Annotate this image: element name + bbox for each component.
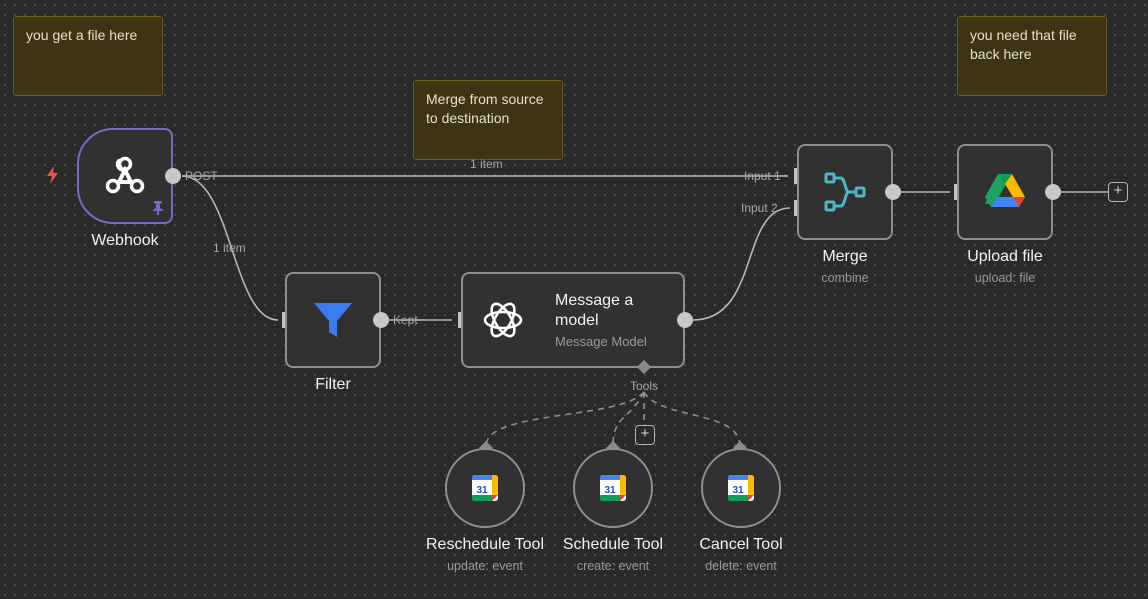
webhook-output-port[interactable]: [165, 168, 181, 184]
kept-output-label: Kept: [393, 313, 418, 327]
filter-output-port[interactable]: [373, 312, 389, 328]
upload-file-node-subtitle: upload: file: [974, 271, 1036, 285]
upload-file-node[interactable]: [957, 144, 1053, 240]
google-calendar-icon: 31: [728, 475, 754, 501]
add-tool-button[interactable]: +: [635, 425, 655, 445]
post-output-label: POST: [185, 169, 218, 183]
merge-node[interactable]: [797, 144, 893, 240]
message-model-node-subtitle: Message Model: [555, 334, 647, 349]
trigger-bolt-icon: [47, 166, 58, 184]
cancel-tool-node[interactable]: 31: [701, 448, 781, 528]
sticky-note-output[interactable]: you need that file back here: [957, 16, 1107, 96]
filter-icon: [314, 303, 352, 337]
message-model-node-title: Message a model: [555, 292, 634, 329]
merge-node-title: Merge: [822, 248, 868, 265]
schedule-tool-title: Schedule Tool: [562, 536, 664, 553]
reschedule-tool-subtitle: update: event: [447, 559, 523, 573]
merge-output-port[interactable]: [885, 184, 901, 200]
merge-node-subtitle: combine: [821, 271, 869, 285]
google-drive-icon: [985, 174, 1025, 207]
tools-label: Tools: [630, 379, 659, 393]
schedule-tool-subtitle: create: event: [576, 559, 650, 573]
cancel-tool-title: Cancel Tool: [699, 536, 783, 553]
filter-node-title: Filter: [315, 376, 351, 393]
reschedule-tool-title: Reschedule Tool: [425, 536, 544, 553]
webhook-node-title: Webhook: [91, 232, 159, 249]
item-count-label-merge: 1 item: [470, 157, 503, 171]
add-node-after-upload-button[interactable]: +: [1108, 182, 1128, 202]
upload-file-node-title: Upload file: [967, 248, 1043, 265]
schedule-tool-node[interactable]: 31: [573, 448, 653, 528]
merge-icon: [824, 172, 866, 212]
svg-text:31: 31: [732, 485, 744, 496]
google-calendar-icon: 31: [472, 475, 498, 501]
merge-input-2-label: Input 2: [741, 201, 778, 215]
pin-icon[interactable]: [152, 201, 164, 215]
svg-text:31: 31: [604, 485, 616, 496]
sticky-note-input[interactable]: you get a file here: [13, 16, 163, 96]
cancel-tool-subtitle: delete: event: [705, 559, 777, 573]
upload-output-port[interactable]: [1045, 184, 1061, 200]
sticky-note-merge[interactable]: Merge from source to destination: [413, 80, 563, 160]
webhook-node[interactable]: [77, 128, 173, 224]
svg-text:31: 31: [476, 485, 488, 496]
reschedule-tool-node[interactable]: 31: [445, 448, 525, 528]
model-output-port[interactable]: [677, 312, 693, 328]
openai-icon: [483, 302, 523, 338]
google-calendar-icon: 31: [600, 475, 626, 501]
message-model-node[interactable]: Message a model Message Model: [461, 272, 685, 368]
webhook-icon: [105, 156, 145, 194]
filter-node[interactable]: [285, 272, 381, 368]
wire-tools-reschedule: [485, 391, 645, 447]
merge-input-1-label: Input 1: [744, 169, 781, 183]
item-count-label-filter: 1 item: [213, 241, 246, 255]
wire-tools-cancel: [643, 391, 741, 447]
